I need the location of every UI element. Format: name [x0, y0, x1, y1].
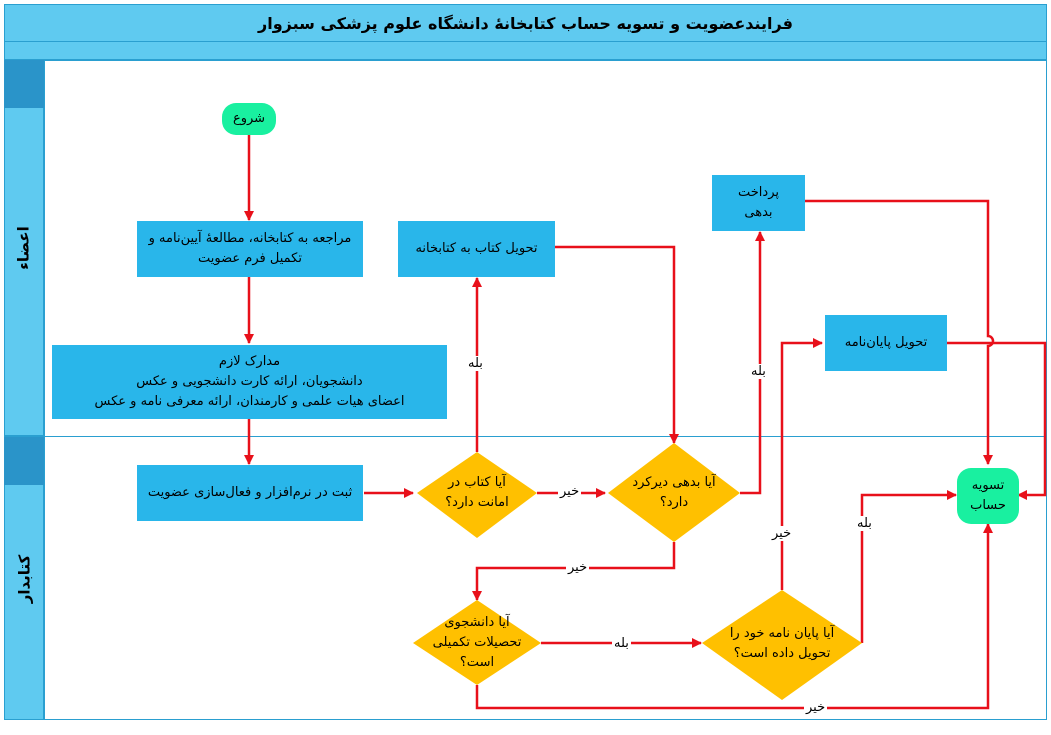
arrow-deliver-to-right — [947, 341, 1047, 500]
node-return-book: تحویل کتاب به کتابخانه — [398, 221, 555, 277]
decision-thesis-line1: آیا پایان نامه خود را — [729, 626, 835, 641]
node-visit-library: مراجعه به کتابخانه، مطالعهٔ آیین‌نامه و … — [137, 221, 363, 277]
decision-late-line2: دارد؟ — [659, 495, 689, 510]
lanes-frame — [44, 60, 1047, 720]
node-docs-line2: دانشجویان، ارائه کارت دانشجویی و عکس — [136, 374, 363, 389]
lane-members-header: اعضاء — [4, 60, 44, 436]
decision-late-label: آیا بدهی دیرکرد دارد؟ — [608, 473, 740, 513]
lane-members-tab — [4, 60, 44, 108]
edge-label-late-yes: بله — [749, 364, 768, 379]
node-settlement: تسویه حساب — [957, 468, 1019, 524]
node-register-text: ثبت در نرم‌افزار و فعال‌سازی عضویت — [147, 485, 353, 500]
decision-loan-line1: آیا کتاب در — [448, 475, 506, 490]
node-docs-line1: مدارک لازم — [218, 354, 281, 369]
arrow-thesis-yes-to-settlement — [860, 490, 957, 643]
decision-loan-shape — [417, 452, 537, 538]
edge-label-late-no: خیر — [566, 560, 590, 575]
lane-divider — [4, 436, 1047, 437]
arrow-return-to-late — [555, 245, 679, 444]
header-strip — [4, 42, 1047, 60]
node-pay-debt-text: پرداخت بدهی — [738, 185, 779, 220]
node-deliver-thesis: تحویل پایان‌نامه — [825, 315, 947, 371]
decision-thesis-label: آیا پایان نامه خود را تحویل داده است؟ — [702, 624, 862, 664]
node-start: شروع — [222, 103, 276, 135]
arrow-thesis-no-to-deliver — [780, 338, 823, 590]
lane-librarian-tab — [4, 437, 44, 485]
decision-grad-line3: است؟ — [459, 655, 495, 670]
edge-label-thesis-no: خیر — [770, 526, 794, 541]
decision-thesis-line2: تحویل داده است؟ — [733, 646, 831, 661]
edge-label-grad-yes: بله — [612, 636, 631, 651]
edge-label-loan-no: خیر — [558, 484, 582, 499]
decision-grad-line2: تحصیلات تکمیلی — [432, 635, 522, 650]
node-settlement-line1: تسویه — [971, 478, 1005, 493]
decision-grad-label: آیا دانشجوی تحصیلات تکمیلی است؟ — [413, 613, 541, 673]
decision-thesis-shape — [702, 590, 862, 700]
node-register: ثبت در نرم‌افزار و فعال‌سازی عضویت — [137, 465, 363, 521]
decision-grad-line1: آیا دانشجوی — [444, 615, 510, 630]
arrow-late-yes-to-pay — [740, 231, 765, 495]
arrow-pay-to-settlement — [805, 199, 995, 465]
edge-label-grad-no: خیر — [804, 700, 828, 715]
decision-late-shape — [608, 443, 740, 542]
node-docs-line3: اعضای هیات علمی و کارمندان، ارائه معرفی … — [94, 394, 405, 409]
node-start-text: شروع — [232, 111, 266, 126]
diagram-header: فرایندعضویت و تسویه حساب کتابخانهٔ دانشگ… — [4, 4, 1047, 42]
node-visit-library-line1: مراجعه به کتابخانه، مطالعهٔ آیین‌نامه و — [148, 231, 352, 246]
edge-label-loan-yes: بله — [466, 356, 485, 371]
node-pay-debt: پرداخت بدهی — [712, 175, 805, 231]
decision-grad-shape — [413, 600, 541, 685]
arrow-grad-no-to-settlement — [475, 523, 993, 710]
diagram-title: فرایندعضویت و تسویه حساب کتابخانهٔ دانشگ… — [258, 13, 793, 33]
node-deliver-thesis-text: تحویل پایان‌نامه — [844, 335, 928, 350]
node-visit-library-line2: تکمیل فرم عضویت — [198, 251, 302, 266]
node-return-book-text: تحویل کتاب به کتابخانه — [415, 241, 538, 256]
node-settlement-line2: حساب — [970, 498, 1006, 513]
edge-label-thesis-yes: بله — [855, 516, 874, 531]
decision-loan-line2: امانت دارد؟ — [445, 495, 509, 510]
decision-late-line1: آیا بدهی دیرکرد — [632, 475, 716, 490]
decision-loan-label: آیا کتاب در امانت دارد؟ — [417, 473, 537, 513]
node-required-docs: مدارک لازم دانشجویان، ارائه کارت دانشجوی… — [52, 345, 447, 419]
